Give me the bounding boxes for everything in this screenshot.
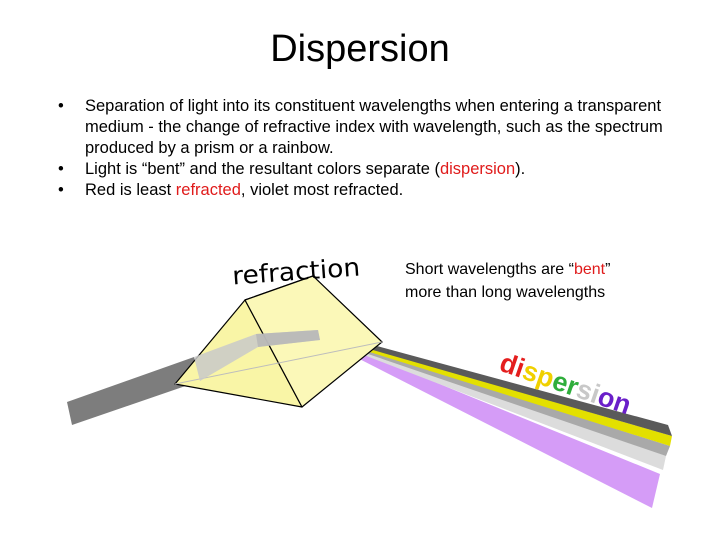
spectrum-band-light	[322, 336, 666, 470]
prism-hidden-edge	[174, 341, 383, 385]
bullet-text: Light is “bent” and the resultant colors…	[85, 160, 440, 178]
wavelength-note: Short wavelengths are “bent” more than l…	[405, 258, 610, 304]
refraction-letter: refraction	[231, 253, 361, 291]
spectrum-band-dark	[318, 330, 672, 436]
spectrum-band-violet	[322, 336, 660, 508]
internal-beam-highlight	[256, 330, 320, 347]
note-line-1: Short wavelengths are “bent”	[405, 258, 610, 281]
bullet-item: Red is least refracted, violet most refr…	[58, 180, 698, 201]
note-line-2: more than long wavelengths	[405, 284, 606, 301]
note-text: ”	[605, 261, 611, 278]
note-text: Short wavelengths are “	[405, 261, 574, 278]
bullet-item: Light is “bent” and the resultant colors…	[58, 159, 698, 180]
note-highlight-bent: bent	[573, 261, 606, 278]
bullet-highlight-refracted: refracted	[175, 181, 241, 199]
bullet-highlight-dispersion: dispersion	[439, 160, 516, 178]
bullet-list: Separation of light into its constituent…	[58, 96, 698, 201]
bullet-text: ).	[515, 160, 526, 178]
page-title: Dispersion	[270, 28, 450, 70]
spectrum-band-gray	[322, 336, 670, 456]
bullet-item: Separation of light into its constituent…	[58, 96, 698, 159]
bullet-text: , violet most refracted.	[240, 181, 404, 199]
bullet-text: Separation of light into its constituent…	[85, 97, 663, 157]
bullet-text: Red is least	[85, 181, 176, 199]
refraction-label: refraction	[231, 253, 361, 291]
dispersion-label: dispersion	[496, 347, 635, 420]
spectrum-band-yellow	[320, 334, 672, 446]
incident-light-beam	[67, 357, 200, 425]
